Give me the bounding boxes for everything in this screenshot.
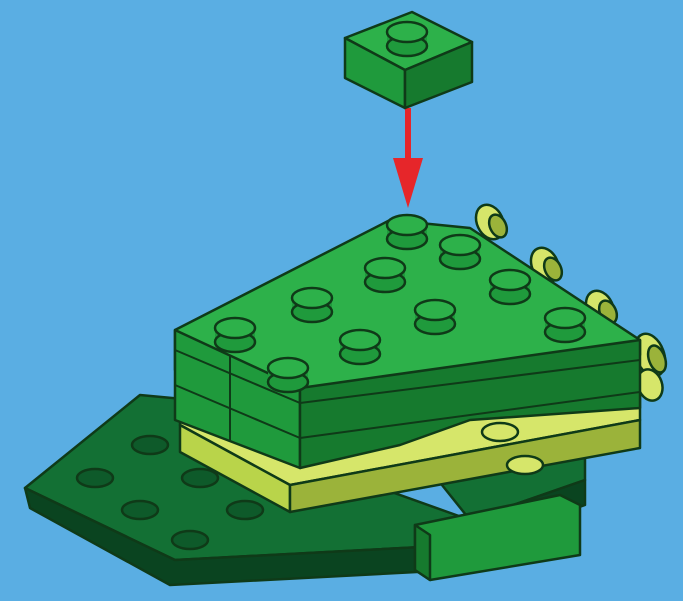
top-stud [545,308,585,342]
hull-stud [122,501,158,519]
hull-stud [182,469,218,487]
hull-stud [172,531,208,549]
top-stud [415,300,455,334]
top-stud [268,358,308,392]
hull-stud [132,436,168,454]
lime-stud [482,423,518,441]
brick-stud [387,22,427,42]
top-stud [365,258,405,292]
hull-stud [77,469,113,487]
top-stud [387,215,427,249]
top-stud [215,318,255,352]
top-stud [340,330,380,364]
top-stud [440,235,480,269]
top-stud [292,288,332,322]
hull-stud [227,501,263,519]
top-stud [490,270,530,304]
lime-stud [507,456,543,474]
